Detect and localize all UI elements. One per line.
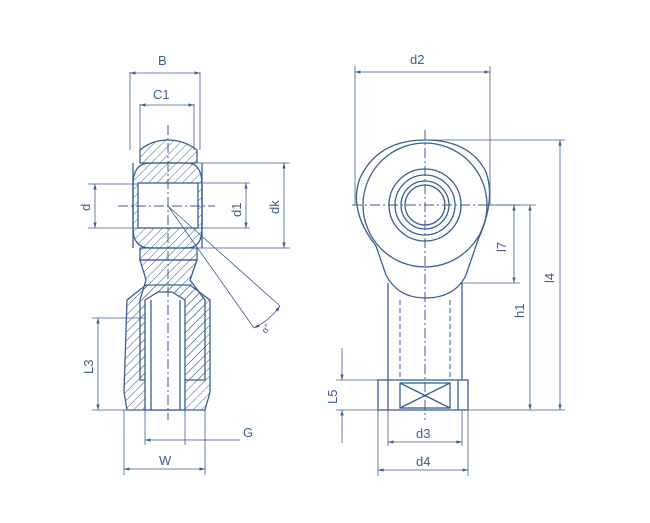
label-B: B [158, 53, 167, 68]
label-L5: L5 [325, 390, 340, 404]
label-d4: d4 [416, 454, 430, 469]
label-G: G [243, 425, 253, 440]
label-dk: dk [267, 200, 282, 214]
head-outline [355, 139, 491, 299]
label-d: d [78, 204, 93, 211]
label-W: W [159, 453, 172, 468]
label-d1: d1 [229, 203, 244, 217]
front-view [336, 66, 565, 476]
side-section-view [88, 71, 290, 475]
label-d2: d2 [410, 52, 424, 67]
label-h1: h1 [512, 304, 527, 318]
dimension-labels: B C1 d d1 dk α° L3 G W d2 l7 h1 l4 L5 d3… [78, 52, 557, 469]
label-L3: L3 [81, 360, 96, 374]
label-d3: d3 [416, 426, 430, 441]
label-C1: C1 [153, 87, 170, 102]
label-l7: l7 [494, 242, 509, 252]
label-l4: l4 [542, 273, 557, 283]
hex-nut [377, 379, 469, 411]
